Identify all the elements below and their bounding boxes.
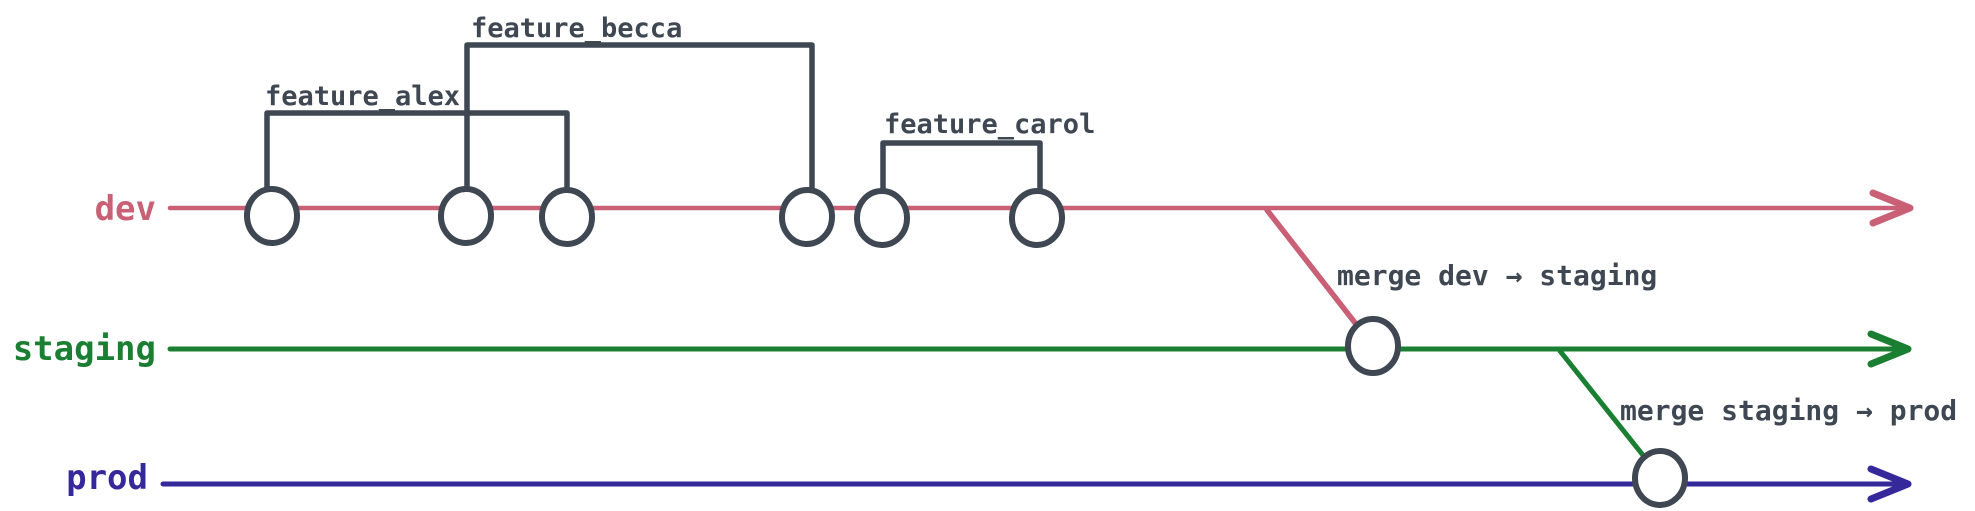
- feature-bracket-carol: [880, 140, 1043, 194]
- commit-node: [1008, 188, 1066, 248]
- commit-node: [243, 186, 301, 246]
- branch-label-staging: staging: [13, 329, 156, 369]
- feature-bracket-becca: [464, 42, 815, 193]
- feature-label-carol: feature_carol: [884, 109, 1095, 140]
- merge-commit-node-staging-to-prod: [1631, 448, 1689, 508]
- merge-line-dev-to-staging: [1264, 207, 1373, 345]
- merge-label-dev-to-staging: merge dev → staging: [1337, 259, 1657, 292]
- feature-bracket-alex: [264, 110, 570, 193]
- commit-node: [437, 186, 495, 246]
- arrowhead-icon-prod: [1867, 465, 1912, 503]
- merge-commit-node-dev-to-staging: [1345, 316, 1401, 376]
- commit-node: [853, 188, 911, 248]
- commit-node: [778, 187, 836, 247]
- commit-node: [538, 187, 596, 247]
- branch-label-prod: prod: [66, 458, 148, 498]
- branch-label-dev: dev: [95, 189, 156, 229]
- feature-label-becca: feature_becca: [471, 13, 682, 44]
- arrowhead-icon-staging: [1867, 330, 1912, 368]
- merge-line-staging-to-prod: [1557, 348, 1661, 477]
- arrowhead-icon-dev: [1869, 189, 1914, 227]
- merge-label-staging-to-prod: merge staging → prod: [1620, 394, 1957, 427]
- feature-label-alex: feature_alex: [265, 81, 460, 112]
